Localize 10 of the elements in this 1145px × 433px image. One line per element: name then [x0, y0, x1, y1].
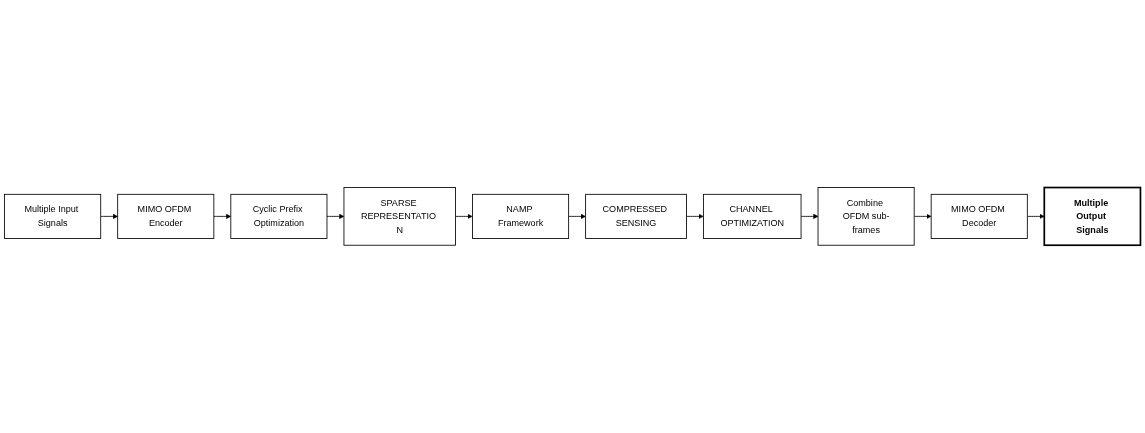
node-box: Cyclic Prefix Optimization — [230, 194, 328, 239]
node-box: CHANNEL OPTIMIZATION — [703, 194, 802, 239]
node-box: Multiple Output Signals — [1043, 186, 1142, 247]
node-box: NAMP Framework — [472, 194, 570, 239]
node-box: SPARSE REPRESENTATIO N — [343, 187, 456, 246]
node-box: MIMO OFDM Encoder — [117, 194, 215, 239]
node-box: COMPRESSED SENSING — [585, 194, 687, 239]
node-box: MIMO OFDM Decoder — [930, 194, 1028, 239]
node-box: Combine OFDM sub-frames — [817, 187, 915, 246]
node-box: Multiple Input Signals — [4, 194, 102, 239]
